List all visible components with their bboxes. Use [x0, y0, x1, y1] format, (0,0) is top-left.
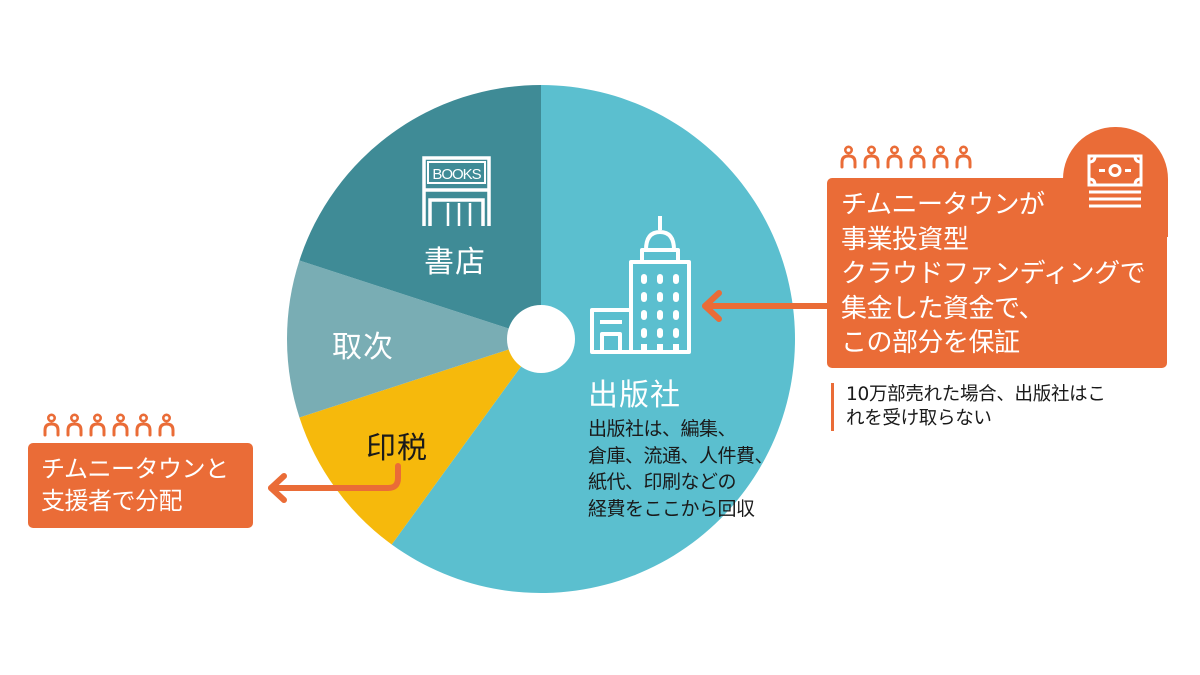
person-icon: [112, 413, 129, 437]
person-icon: [932, 145, 949, 169]
person-icon: [66, 413, 83, 437]
person-icon: [135, 413, 152, 437]
label-royalty: 印税: [366, 431, 428, 466]
person-icon: [863, 145, 880, 169]
bookstore-icon: BOOKS: [422, 156, 491, 226]
person-icon: [158, 413, 175, 437]
pie-slice-2: [287, 260, 541, 418]
person-icon: [840, 145, 857, 169]
callout-distribution-text: チムニータウンと 支援者で分配: [41, 455, 229, 515]
label-distributor: 取次: [332, 330, 394, 365]
arrow-to-left-box: [268, 463, 401, 503]
callout-crowdfunding: チムニータウンが 事業投資型 クラウドファンディングで 集金した資金で、 この部…: [827, 178, 1167, 368]
publisher-note: 10万部売れた場合、出版社はこ れを受け取らない: [831, 383, 1106, 431]
pie-slice-1: [299, 339, 541, 545]
label-bookstore: 書店: [424, 245, 486, 280]
money-stack-icon: [1087, 154, 1143, 208]
callout-distribution: チムニータウンと 支援者で分配: [28, 443, 253, 528]
callout-crowdfunding-text: チムニータウンが 事業投資型 クラウドファンディングで 集金した資金で、 この部…: [841, 190, 1146, 358]
person-icon: [89, 413, 106, 437]
person-icon: [43, 413, 60, 437]
publisher-description: 出版社は、編集、 倉庫、流通、人件費、 紙代、印刷などの 経費をここから回収: [588, 418, 774, 520]
office-building-icon: [590, 216, 691, 354]
person-icon: [955, 145, 972, 169]
donut-hole: [507, 305, 575, 373]
label-publisher: 出版社: [588, 378, 681, 413]
person-icon: [909, 145, 926, 169]
supporters-icon-group-right: [840, 145, 972, 169]
person-icon: [886, 145, 903, 169]
svg-text:BOOKS: BOOKS: [432, 166, 481, 183]
pie-slice-3: [299, 85, 541, 339]
arrow-to-publisher: [702, 290, 831, 322]
supporters-icon-group-left: [43, 413, 175, 437]
